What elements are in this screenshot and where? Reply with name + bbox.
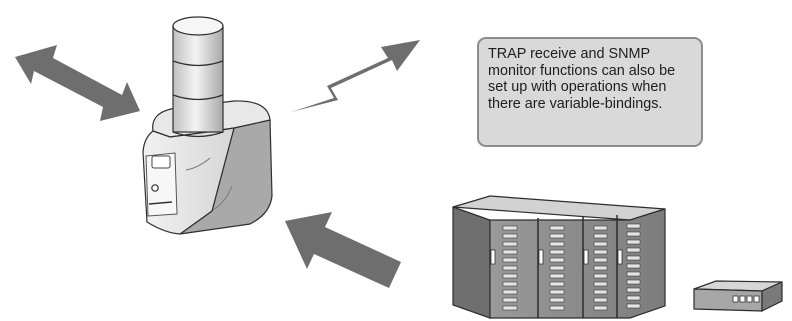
callout-line: set up with operations when [488,79,667,96]
callout-line: TRAP receive and SNMP [488,46,651,62]
arrow-right-double-icon [291,40,420,112]
arrow-lower-right-icon [285,212,401,288]
callout-line: monitor functions can also be [488,62,676,79]
signal-tower-device-icon [142,16,273,235]
callout-box: TRAP receive and SNMP monitor functions … [477,37,703,147]
server-rack-icon [452,195,666,319]
arrow-left-double-icon [15,45,140,121]
callout-line: there are variable-bindings. [488,95,663,112]
network-switch-icon [693,280,783,312]
